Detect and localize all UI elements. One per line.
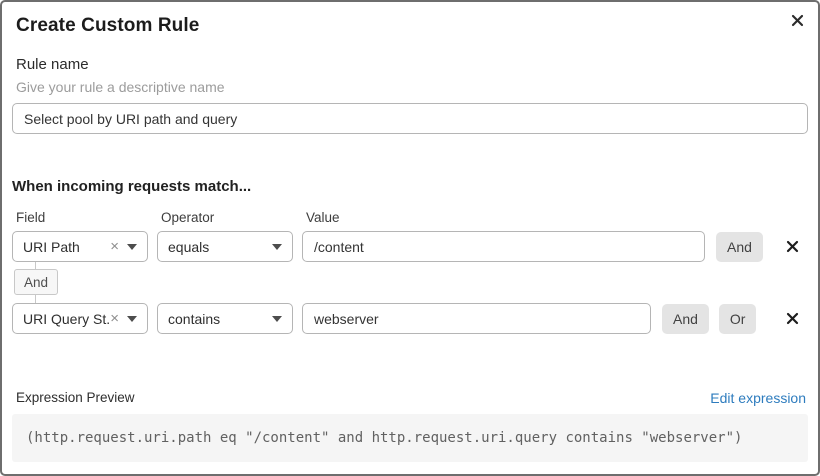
- operator-select-2-value: contains: [168, 310, 221, 327]
- chevron-down-icon: [127, 243, 137, 250]
- rule-name-helper-text: Give your rule a descriptive name: [16, 79, 225, 95]
- condition-column-labels: Field Operator Value: [12, 210, 808, 226]
- clear-selection-icon[interactable]: ×: [110, 310, 119, 327]
- add-or-condition-button-2[interactable]: Or: [718, 303, 757, 334]
- expression-code-block: (http.request.uri.path eq "/content" and…: [12, 414, 808, 462]
- field-select-1[interactable]: URI Path ×: [12, 231, 148, 262]
- field-column-label: Field: [16, 210, 46, 225]
- field-select-2-value: URI Query St...: [23, 310, 111, 327]
- add-and-condition-button-1[interactable]: And: [716, 231, 763, 262]
- operator-column-label: Operator: [161, 210, 215, 225]
- delete-condition-button-1[interactable]: [783, 237, 802, 256]
- chevron-down-icon: [272, 243, 282, 250]
- connector-line: [35, 262, 36, 269]
- close-button[interactable]: [788, 11, 807, 30]
- operator-select-2[interactable]: contains: [157, 303, 293, 334]
- operator-select-1-value: equals: [168, 238, 210, 255]
- delete-icon: [786, 240, 799, 253]
- condition-connector: And: [14, 262, 58, 303]
- expression-preview-header: Expression Preview Edit expression: [12, 390, 808, 406]
- match-section-heading: When incoming requests match...: [12, 178, 252, 195]
- dialog-title: Create Custom Rule: [16, 15, 200, 36]
- operator-select-1[interactable]: equals: [157, 231, 293, 262]
- chevron-down-icon: [127, 315, 137, 322]
- add-and-condition-button-2[interactable]: And: [662, 303, 709, 334]
- value-input-2[interactable]: [302, 303, 651, 334]
- chevron-down-icon: [272, 315, 282, 322]
- connector-and-badge: And: [14, 269, 58, 295]
- value-input-1[interactable]: [302, 231, 705, 262]
- field-select-1-value: URI Path: [23, 238, 80, 255]
- condition-row-2: URI Query St... × contains And Or: [12, 303, 808, 334]
- value-column-label: Value: [306, 210, 340, 225]
- field-select-2[interactable]: URI Query St... ×: [12, 303, 148, 334]
- connector-line: [35, 295, 36, 303]
- clear-selection-icon[interactable]: ×: [110, 238, 119, 255]
- delete-icon: [786, 312, 799, 325]
- close-icon: [791, 14, 804, 27]
- expression-preview-label: Expression Preview: [16, 390, 135, 405]
- rule-name-label: Rule name: [16, 56, 89, 73]
- rule-name-input[interactable]: [12, 103, 808, 134]
- edit-expression-link[interactable]: Edit expression: [710, 390, 806, 406]
- condition-row-1: URI Path × equals And: [12, 231, 808, 262]
- dialog-header: Create Custom Rule: [12, 14, 808, 38]
- delete-condition-button-2[interactable]: [783, 309, 802, 328]
- expression-code: (http.request.uri.path eq "/content" and…: [26, 430, 743, 446]
